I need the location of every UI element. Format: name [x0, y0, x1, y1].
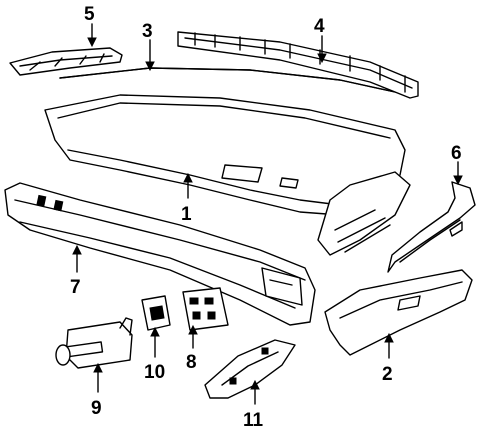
callout-10: 10: [144, 362, 165, 383]
callouts: 5 3 4 1 6 7 2 8 10 9 11: [70, 4, 462, 431]
callout-9: 9: [91, 398, 102, 419]
center-bracket: [141, 295, 171, 331]
mounting-bracket: [182, 287, 229, 331]
right-lower-extension: [324, 269, 473, 356]
impact-bar: [4, 182, 316, 326]
upper-reinforcement: [177, 31, 419, 99]
left-end-bracket: [9, 47, 123, 76]
callout-4: 4: [314, 16, 325, 37]
hitch-mount: [55, 317, 133, 369]
callout-1: 1: [181, 204, 192, 225]
callout-3: 3: [142, 21, 153, 42]
right-end-bracket: [387, 181, 476, 273]
callout-2: 2: [382, 364, 393, 385]
callout-11: 11: [243, 410, 264, 431]
callout-7: 7: [70, 277, 81, 298]
callout-5: 5: [84, 4, 95, 25]
callout-8: 8: [186, 352, 197, 373]
upper-molding: [59, 67, 396, 93]
callout-6: 6: [451, 143, 462, 164]
bumper-cover: [44, 94, 411, 256]
leader-lines: [72, 23, 463, 405]
lower-guard: [204, 339, 296, 399]
